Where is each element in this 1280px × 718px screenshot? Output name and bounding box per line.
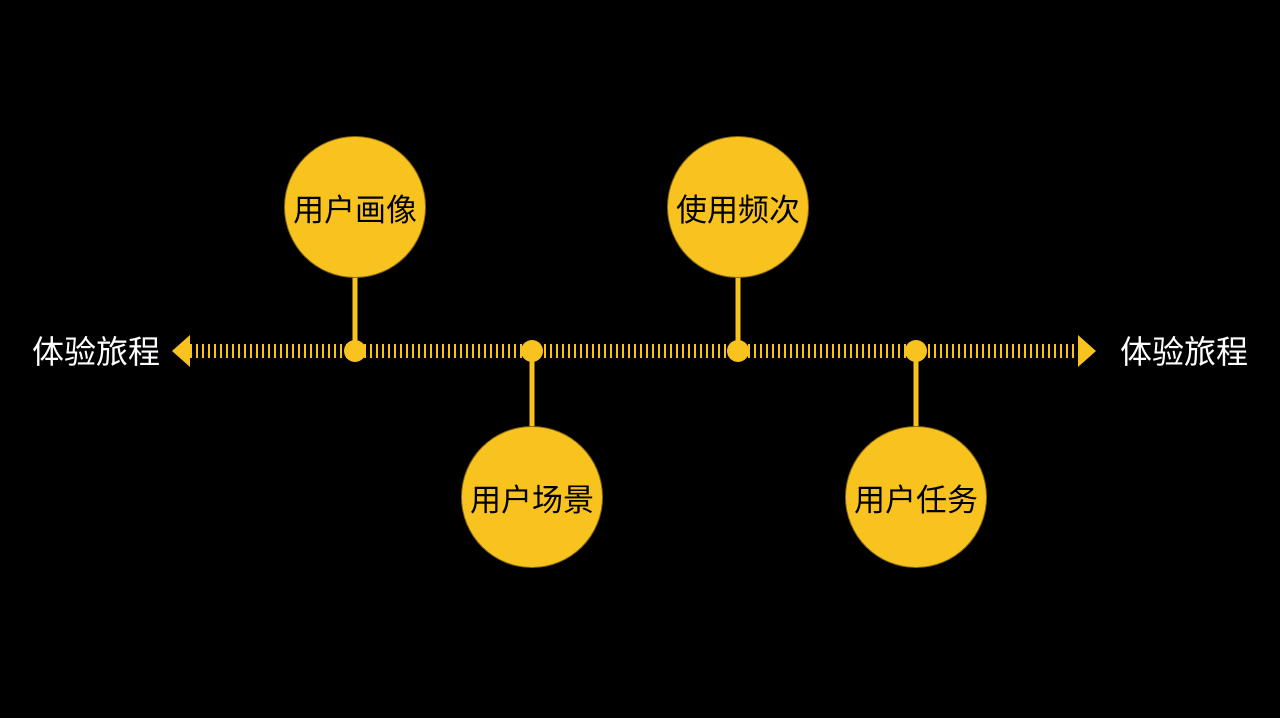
node-user-scenario: 用户场景 — [462, 427, 602, 567]
arrow-left-icon — [172, 335, 190, 367]
node-user-task: 用户任务 — [846, 427, 986, 567]
axis-label-right: 体验旅程 — [1120, 333, 1249, 371]
node-usage-frequency: 使用频次 — [668, 137, 808, 277]
axis-dot-3 — [905, 340, 927, 362]
node-label: 使用频次 — [676, 192, 800, 229]
node-label: 用户场景 — [470, 482, 594, 519]
axis-dot-0 — [344, 340, 366, 362]
axis-label-left: 体验旅程 — [32, 333, 161, 371]
axis-dot-1 — [521, 340, 543, 362]
node-label: 用户任务 — [854, 482, 978, 519]
node-user-persona: 用户画像 — [285, 137, 425, 277]
arrow-right-icon — [1078, 335, 1096, 367]
node-label: 用户画像 — [293, 192, 417, 229]
axis-dot-2 — [727, 340, 749, 362]
